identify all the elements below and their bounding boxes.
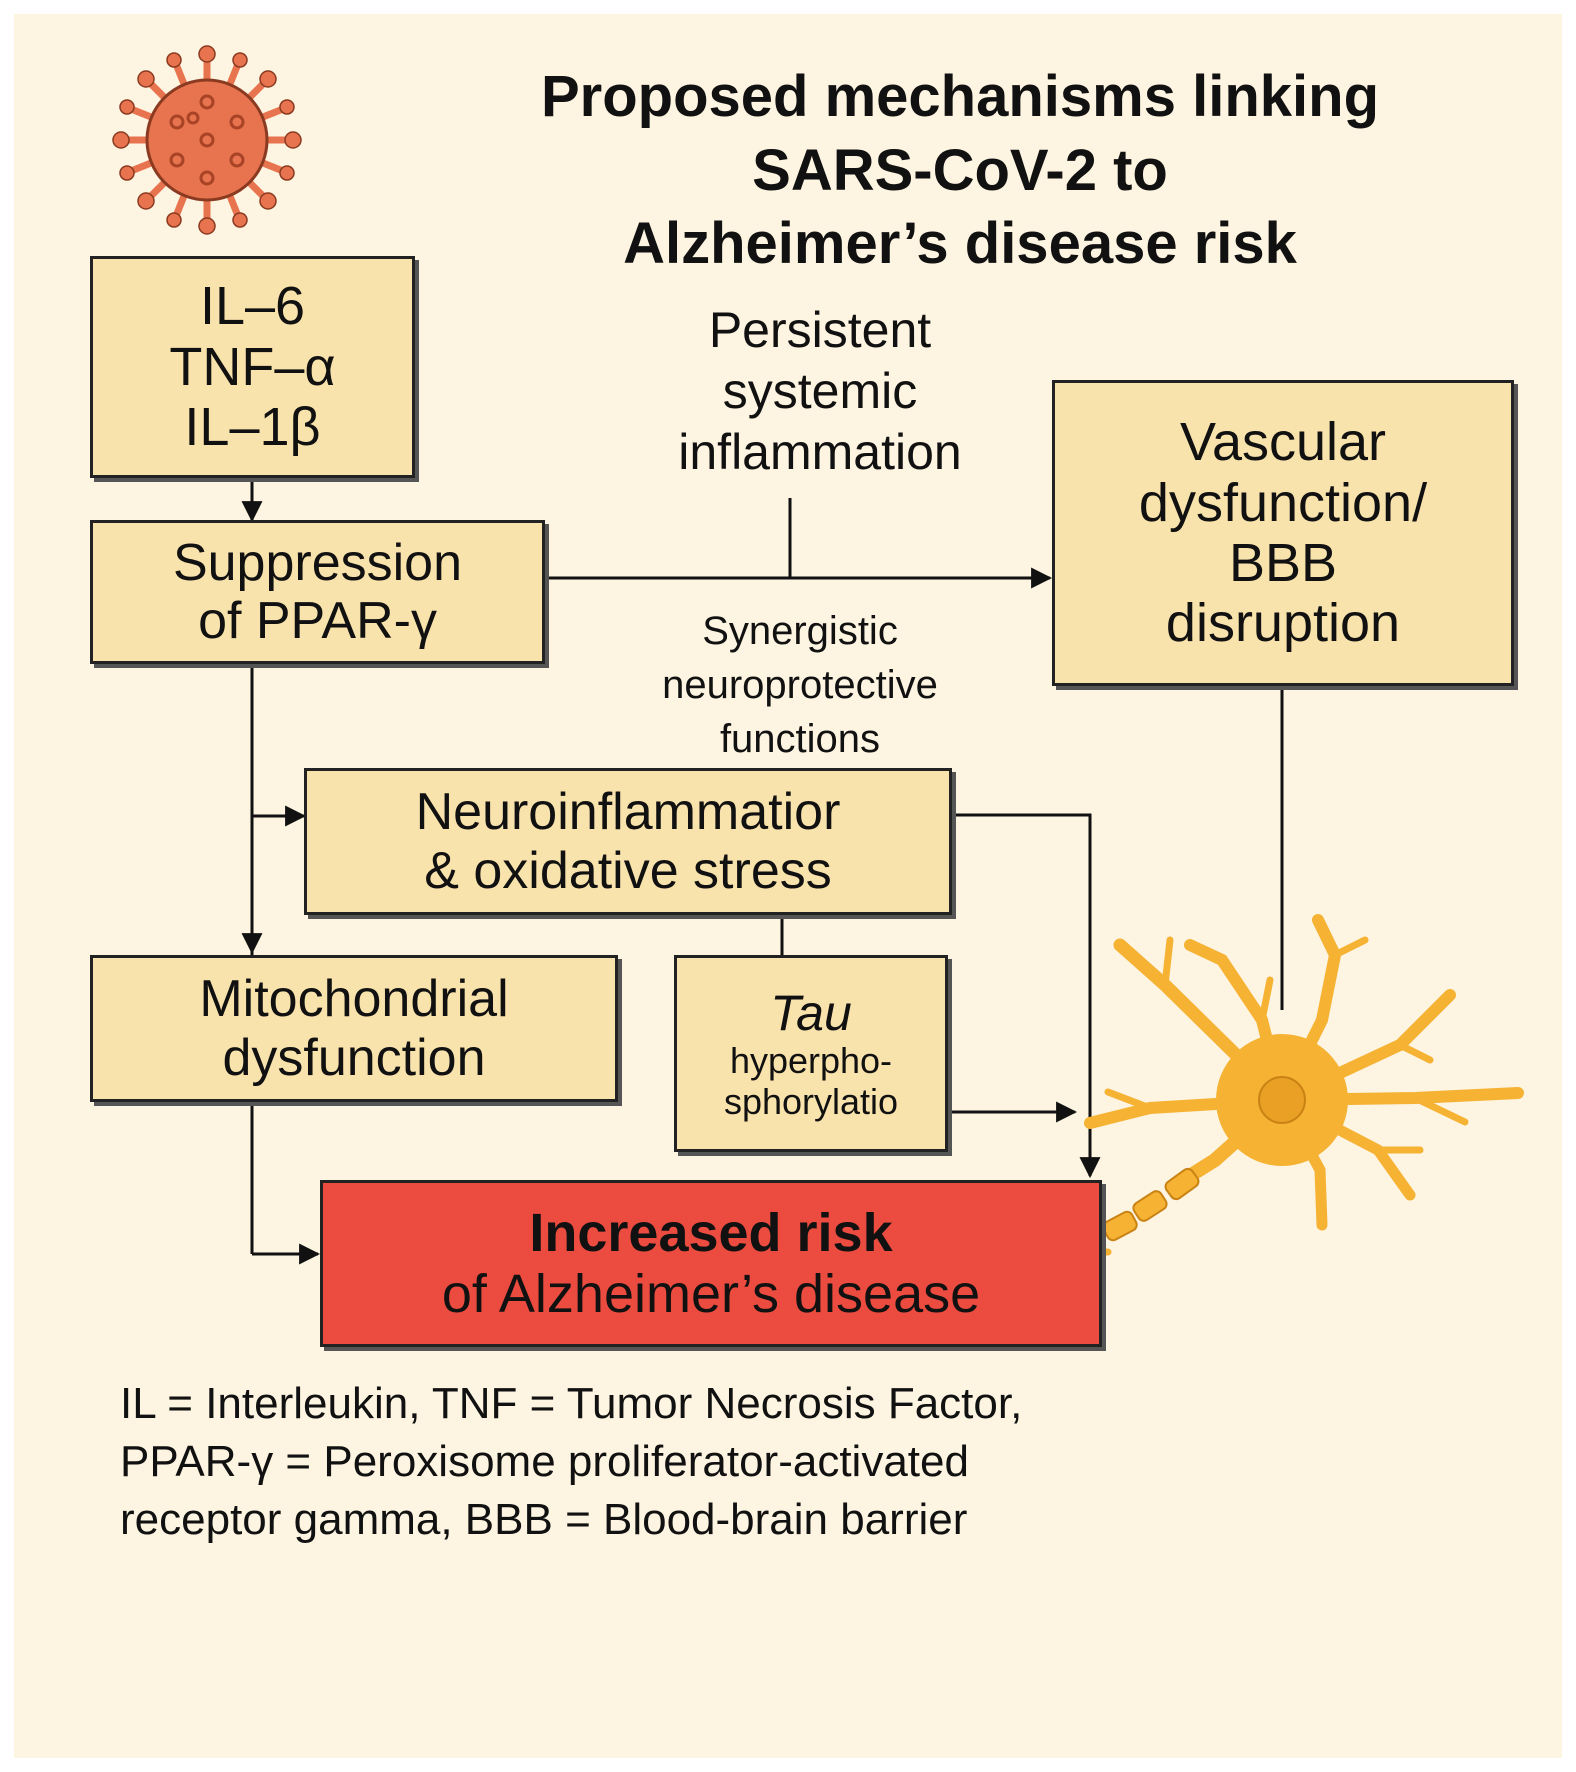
title-line-1: Proposed mechanisms linking <box>541 64 1379 129</box>
cytokine-tnf-alpha: TNF–α <box>169 336 336 397</box>
synergistic-line-1: Synergistic <box>702 609 898 653</box>
mitochondrial-line-1: Mitochondrial <box>199 970 509 1029</box>
cytokine-il1-beta: IL–1β <box>184 397 321 458</box>
abbreviations-legend: IL = Interleukin, TNF = Tumor Necrosis F… <box>120 1375 1022 1549</box>
vascular-line-3: BBB <box>1228 533 1338 593</box>
vascular-line-2: dysfunction/ <box>1138 472 1428 533</box>
persistent-inflammation-label: Persistent systemic inflammation <box>570 300 1070 483</box>
tau-line-2: sphorylatio <box>723 1080 899 1122</box>
tau-hyperphosphorylation-box: Tau hyperpho- sphorylatio <box>674 955 948 1152</box>
title-line-2: SARS-CoV-2 to <box>752 137 1168 203</box>
mitochondrial-line-2: dysfunction <box>222 1028 486 1087</box>
vascular-dysfunction-box: Vascular dysfunction/ BBB disruption <box>1052 380 1514 686</box>
vascular-line-4: disruption <box>1165 593 1401 654</box>
alzheimers-risk-box: Increased risk of Alzheimer’s disease <box>320 1180 1102 1347</box>
title-line-3: Alzheimer’s disease risk <box>623 211 1297 277</box>
virus-icon <box>112 45 302 235</box>
legend-line-2: PPAR-γ = Peroxisome proliferator-activat… <box>120 1437 969 1487</box>
suppression-line-1: Suppression <box>172 533 463 592</box>
outcome-line-2: of Alzheimer’s disease <box>441 1263 981 1324</box>
vascular-line-1: Vascular <box>1179 412 1387 473</box>
persistent-line-3: inflammation <box>678 424 962 480</box>
tau-line-1: hyperpho- <box>729 1040 893 1082</box>
arrow-neuroinflammation-to-outcome <box>952 813 1101 1179</box>
cytokine-il6: IL–6 <box>199 276 306 337</box>
synergistic-line-2: neuroprotective <box>662 663 938 707</box>
legend-line-3: receptor gamma, BBB = Blood-brain barrie… <box>120 1495 968 1545</box>
mitochondrial-dysfunction-box: Mitochondrial dysfunction <box>90 955 618 1102</box>
cytokines-box: IL–6 TNF–α IL–1β <box>90 256 415 478</box>
suppression-line-2: of PPAR-γ <box>198 592 437 650</box>
neuroinflammation-line-2: & oxidative stress <box>424 841 832 900</box>
outcome-line-1: Increased risk <box>529 1203 893 1264</box>
neuron-icon <box>1073 914 1524 1256</box>
persistent-line-1: Persistent <box>708 302 932 358</box>
diagram-title: Proposed mechanisms linking SARS-CoV-2 t… <box>380 60 1540 281</box>
suppression-ppar-box: Suppression of PPAR-γ <box>90 520 545 664</box>
neuroinflammation-line-1: Neuroinflammatior <box>415 783 841 842</box>
tau-label: Tau <box>770 985 852 1042</box>
neuroinflammation-box: Neuroinflammatior & oxidative stress <box>304 768 952 915</box>
persistent-line-2: systemic <box>722 363 918 419</box>
synergistic-line-3: functions <box>719 717 881 761</box>
legend-line-1: IL = Interleukin, TNF = Tumor Necrosis F… <box>120 1379 1023 1428</box>
synergistic-functions-label: Synergistic neuroprotective functions <box>560 604 1040 766</box>
